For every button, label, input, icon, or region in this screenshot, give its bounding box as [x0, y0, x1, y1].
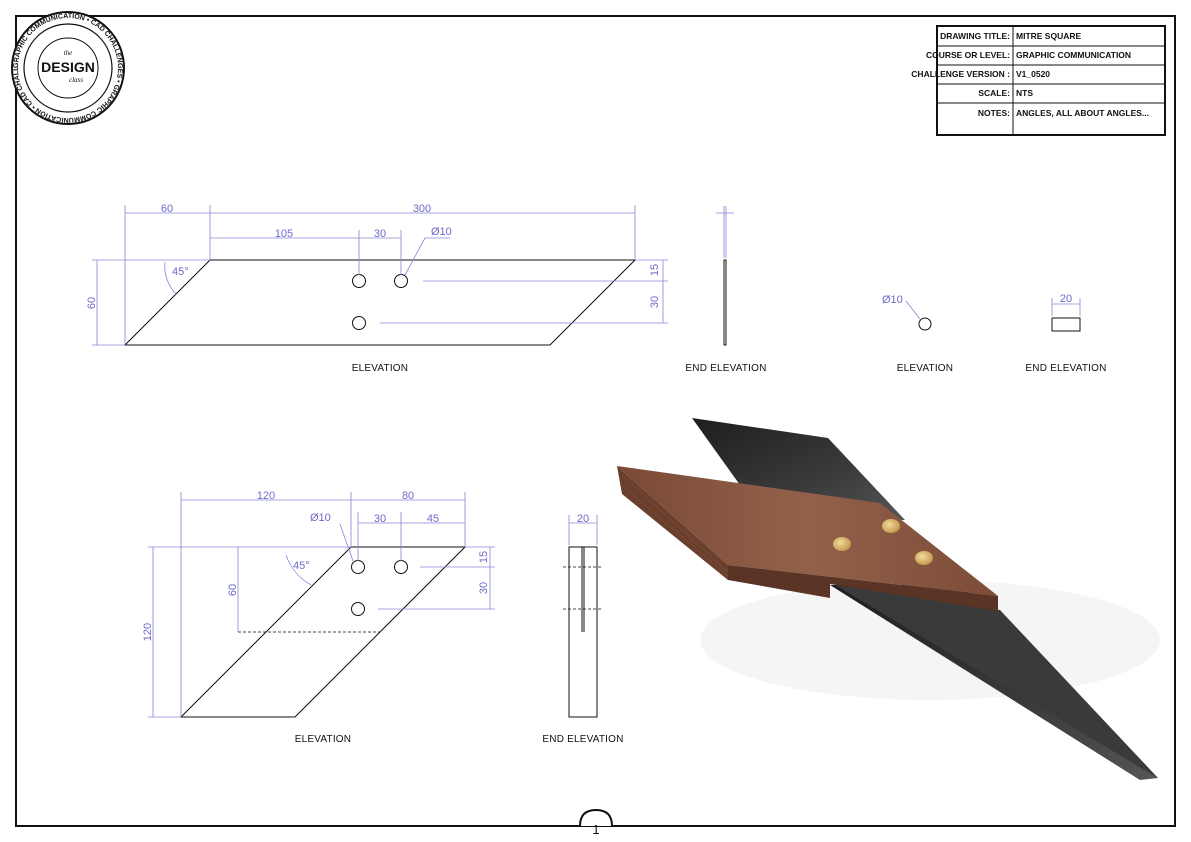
sheet-border — [15, 15, 1176, 827]
dim-15: 15 — [649, 264, 661, 276]
dim-hole-dia: Ø10 — [431, 226, 452, 238]
wooden-stock-top — [617, 466, 998, 596]
view-label: END ELEVATION — [542, 734, 623, 745]
dim-hole-dia: Ø10 — [310, 512, 331, 524]
dim-height-120: 120 — [142, 623, 154, 641]
view-label: ELEVATION — [897, 363, 953, 374]
dim-pin-width: 20 — [1060, 293, 1072, 305]
dim-stock-width: 20 — [577, 513, 589, 525]
logo-main-text: DESIGN — [41, 59, 95, 75]
dim-pin-dia: Ø10 — [882, 294, 903, 306]
title-block-label: DRAWING TITLE: — [940, 31, 1010, 41]
dim-105: 105 — [275, 228, 293, 240]
dim-slot-60: 60 — [227, 584, 239, 596]
title-block-label: COURSE OR LEVEL: — [926, 50, 1010, 60]
title-block-value: GRAPHIC COMMUNICATION — [1016, 50, 1131, 60]
view-label: END ELEVATION — [685, 363, 766, 374]
steel-blade-upper — [692, 418, 905, 520]
view-label: ELEVATION — [295, 734, 351, 745]
dim-30-holes: 30 — [374, 513, 386, 525]
dim-60-top: 60 — [161, 203, 173, 215]
pin-end-elevation-view: 20 END ELEVATION — [1025, 293, 1106, 374]
title-block-label: CHALLENGE VERSION : — [911, 69, 1010, 79]
view-label: ELEVATION — [352, 363, 408, 374]
wooden-stock-front — [617, 466, 728, 580]
dim-120-left: 120 — [257, 490, 275, 502]
dim-80: 80 — [402, 490, 414, 502]
dim-15: 15 — [478, 551, 490, 563]
dim-height-60: 60 — [86, 297, 98, 309]
sheet-number-tab — [579, 808, 613, 827]
view-label: END ELEVATION — [1025, 363, 1106, 374]
dim-300: 300 — [413, 203, 431, 215]
sheet-number: 1 — [592, 822, 599, 837]
dim-45: 45 — [427, 513, 439, 525]
dim-30-right: 30 — [478, 582, 490, 594]
stock-elevation-view: 120 80 Ø10 30 45 45° 60 120 15 30 ELEVAT… — [142, 490, 495, 745]
mitre-square-3d-render — [617, 418, 1160, 780]
logo-top-text: the — [64, 49, 73, 57]
dim-angle-45: 45° — [172, 266, 189, 278]
title-block: DRAWING TITLE: MITRE SQUARE COURSE OR LE… — [911, 25, 1166, 136]
title-block-value: MITRE SQUARE — [1016, 31, 1082, 41]
stock-end-elevation-view: 20 END ELEVATION — [542, 513, 623, 745]
pin-elevation-view: Ø10 ELEVATION — [882, 294, 953, 374]
steel-blade-lower — [830, 585, 1158, 780]
brass-pin — [882, 519, 900, 533]
title-block-label: NOTES: — [978, 108, 1010, 118]
title-block-value: V1_0520 — [1016, 69, 1050, 79]
design-class-logo: GRAPHIC COMMUNICATION • CAD CHALLENGES •… — [0, 0, 125, 125]
title-block-label: SCALE: — [978, 88, 1010, 98]
brass-pin — [915, 551, 933, 565]
blade-elevation-view: 60 300 105 30 Ø10 45° 60 15 30 ELEVATION — [86, 203, 668, 374]
title-block-value: ANGLES, ALL ABOUT ANGLES... — [1016, 108, 1149, 118]
dim-30-holes: 30 — [374, 228, 386, 240]
dim-30-right: 30 — [649, 296, 661, 308]
brass-pin — [833, 537, 851, 551]
dim-angle-45: 45° — [293, 560, 310, 572]
blade-end-elevation-view: END ELEVATION — [685, 206, 766, 374]
title-block-value: NTS — [1016, 88, 1033, 98]
logo-bottom-text: class — [69, 76, 83, 84]
